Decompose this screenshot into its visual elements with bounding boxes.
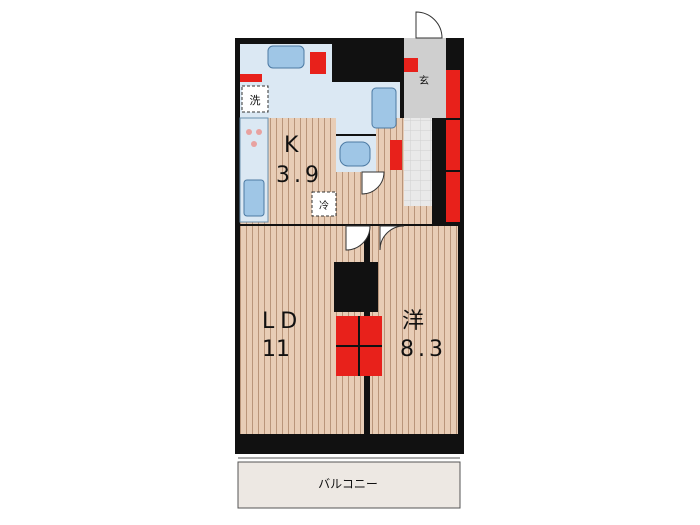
- bathtub: [267, 45, 305, 69]
- toilet-door: [361, 171, 385, 195]
- entrance-door: [415, 11, 443, 39]
- kitchen-size: 3.9: [276, 163, 323, 188]
- entrance-step: [404, 118, 432, 206]
- fridge-label: 冷: [319, 199, 329, 212]
- stove-burner: [251, 141, 257, 147]
- toilet: [339, 141, 371, 167]
- western-door: [379, 225, 405, 251]
- entrance-label: 玄: [419, 74, 429, 87]
- shoe-cabinet: [446, 70, 460, 118]
- storage-red: [240, 74, 262, 82]
- western-room-name: 洋: [402, 309, 424, 334]
- living-dining-size: 11: [262, 337, 290, 362]
- shoe-cabinet: [446, 120, 460, 170]
- stove-burner: [246, 129, 252, 135]
- ld-door: [345, 225, 371, 251]
- sink: [243, 179, 265, 217]
- balcony-label: バルコニー: [318, 477, 378, 491]
- entrance-area: [404, 38, 446, 118]
- storage-red: [390, 140, 402, 170]
- partition-wall: [364, 376, 370, 434]
- closet-black: [334, 262, 378, 312]
- washer-label: 洗: [250, 94, 261, 107]
- living-dining-name: LD: [262, 309, 303, 334]
- western-room-size: 8.3: [400, 337, 447, 362]
- storage-red: [404, 58, 418, 72]
- balcony: [237, 461, 461, 509]
- stove-burner: [256, 129, 262, 135]
- washer-space: [241, 85, 269, 113]
- shoe-cabinet: [446, 172, 460, 222]
- fridge-space: [311, 191, 337, 217]
- washbasin: [371, 87, 397, 129]
- western-room-floor: [370, 226, 458, 434]
- storage-red: [310, 52, 326, 74]
- kitchen-name: K: [284, 133, 299, 158]
